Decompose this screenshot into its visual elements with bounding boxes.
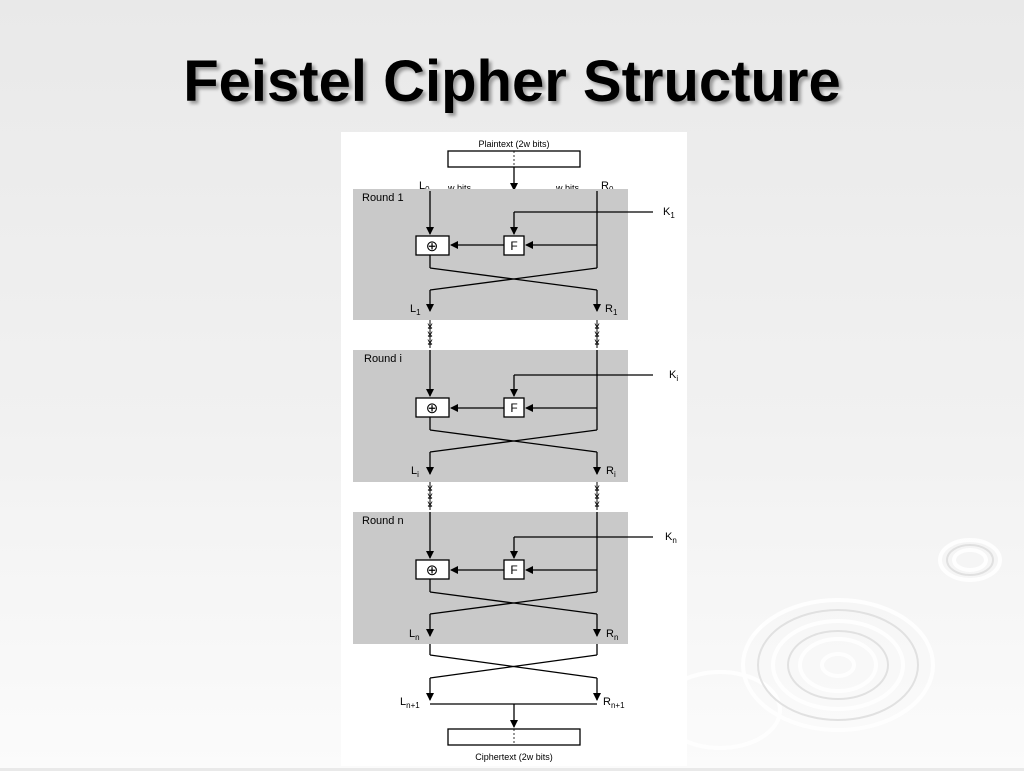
round-i: Round i Ki F ⊕ Li Ri xyxy=(353,350,678,482)
round-1: Round 1 K1 F ⊕ L1 R1 xyxy=(353,189,675,320)
key-i-label: Ki xyxy=(669,369,678,383)
ellipsis-1: ¥ ¥ ¥ ¥ ¥ ¥ xyxy=(426,320,600,348)
ri-label: Ri xyxy=(606,465,616,479)
w-bits-right-label: w bits xyxy=(555,183,580,193)
ln1-label: Ln+1 xyxy=(400,696,420,710)
ciphertext-label: Ciphertext (2w bits) xyxy=(475,752,553,762)
li-label: Li xyxy=(411,465,419,479)
round-1-xor-box xyxy=(415,235,450,256)
final-swap: Ln+1 Rn+1 xyxy=(400,644,625,728)
svg-text:¥: ¥ xyxy=(593,500,600,510)
feistel-diagram: Plaintext (2w bits) w bits w bits L0 R0 … xyxy=(341,132,687,766)
round-i-panel xyxy=(353,350,628,482)
svg-text:¥: ¥ xyxy=(593,484,600,494)
round-1-xor-symbol: ⊕ xyxy=(426,238,439,255)
l1-label: L1 xyxy=(410,303,421,317)
round-n-f-label: F xyxy=(510,563,517,577)
round-1-f-label: F xyxy=(510,239,517,253)
svg-text:¥: ¥ xyxy=(593,338,600,348)
round-1-swap-b xyxy=(429,267,598,291)
svg-text:¥: ¥ xyxy=(426,492,433,502)
round-n-swap-b xyxy=(429,591,598,615)
slide-title: Feistel Cipher Structure xyxy=(183,49,841,114)
ln-label: Ln xyxy=(409,628,420,642)
rn1-label: Rn+1 xyxy=(603,696,625,710)
round-i-label: Round i xyxy=(364,353,402,365)
round-i-f-label: F xyxy=(510,401,517,415)
svg-text:¥: ¥ xyxy=(426,330,433,340)
round-n-label: Round n xyxy=(362,515,404,527)
key-n-label: Kn xyxy=(665,531,677,545)
round-i-swap-b xyxy=(429,429,598,453)
round-i-xor-box xyxy=(415,397,450,418)
svg-text:¥: ¥ xyxy=(593,492,600,502)
round-n-xor-box xyxy=(415,559,450,580)
svg-text:¥: ¥ xyxy=(426,484,433,494)
ellipsis-2: ¥ ¥ ¥ ¥ ¥ ¥ xyxy=(426,482,600,510)
final-swap-b xyxy=(429,654,598,679)
round-1-label: Round 1 xyxy=(362,192,404,204)
w-bits-left-label: w bits xyxy=(447,183,472,193)
rn-label: Rn xyxy=(606,628,618,642)
round-n-xor-symbol: ⊕ xyxy=(426,562,439,579)
svg-text:¥: ¥ xyxy=(426,338,433,348)
key-1-label: K1 xyxy=(663,206,675,220)
r1-label: R1 xyxy=(605,303,618,317)
round-1-panel xyxy=(353,189,628,320)
round-n: Round n Kn F ⊕ Ln Rn xyxy=(353,512,677,644)
svg-text:¥: ¥ xyxy=(426,322,433,332)
svg-text:¥: ¥ xyxy=(593,322,600,332)
svg-text:¥: ¥ xyxy=(426,500,433,510)
round-i-xor-symbol: ⊕ xyxy=(426,400,439,417)
plaintext-label: Plaintext (2w bits) xyxy=(478,139,549,149)
svg-text:¥: ¥ xyxy=(593,330,600,340)
round-n-panel xyxy=(353,512,628,644)
